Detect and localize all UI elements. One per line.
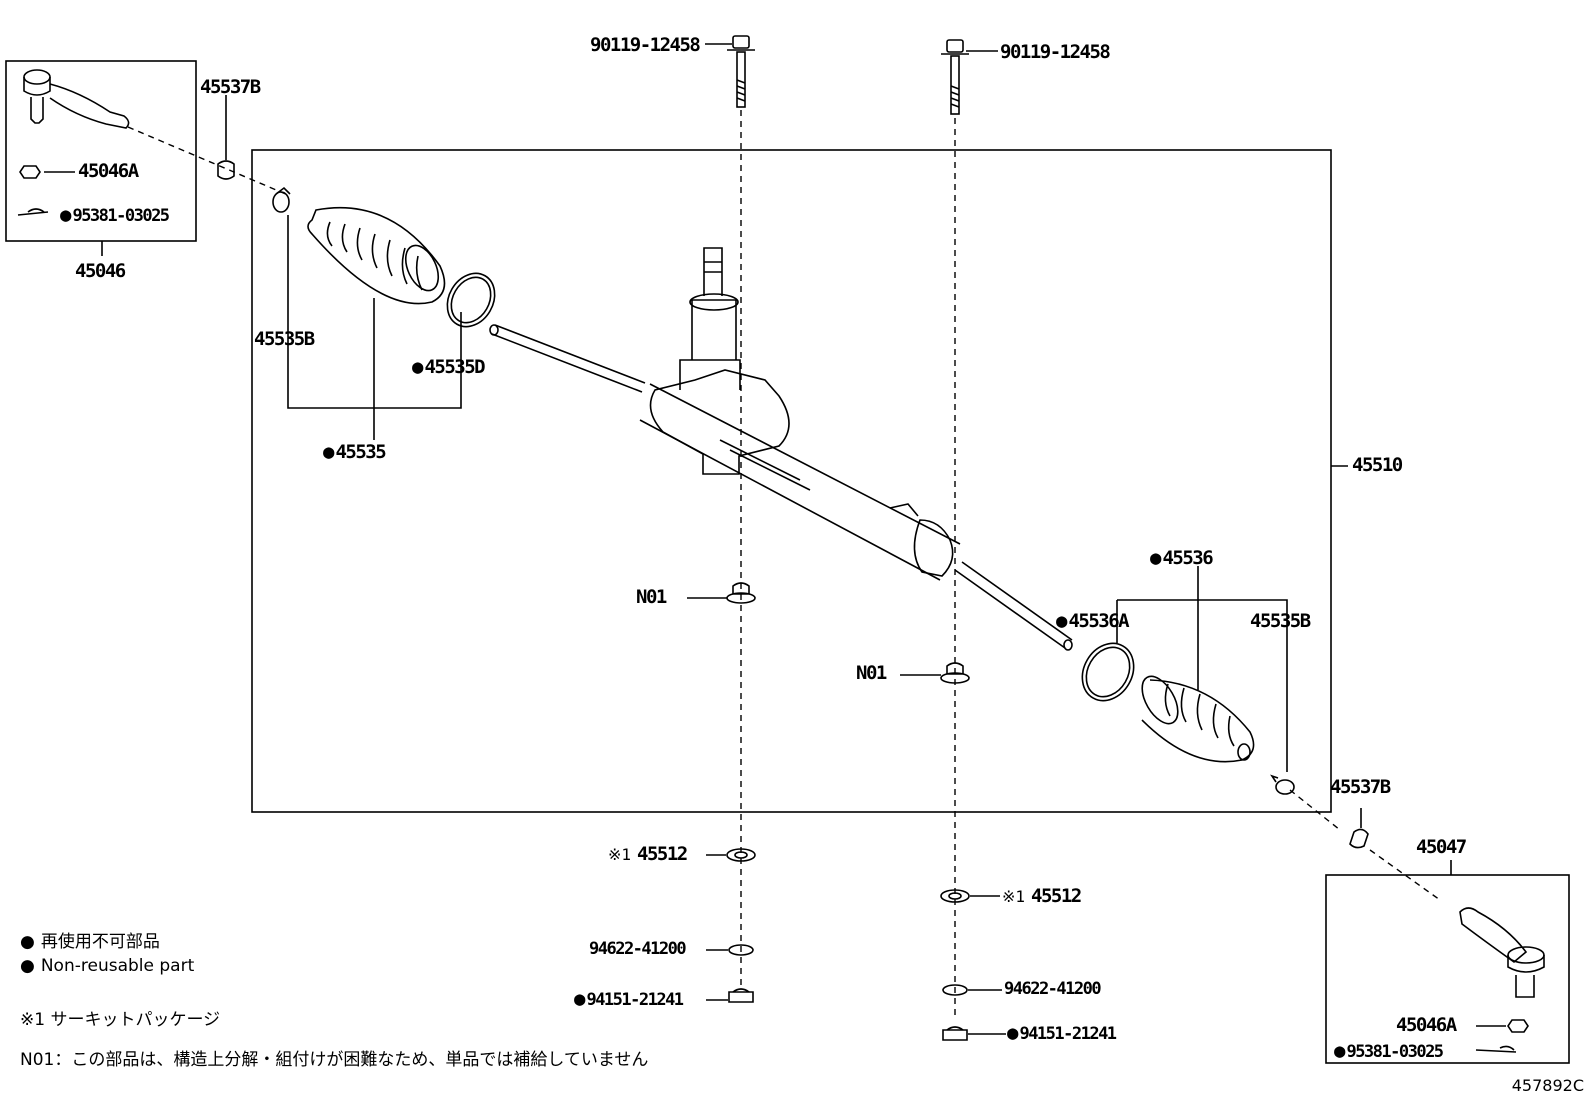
label-bolt-left[interactable]: 90119-12458 <box>590 34 701 56</box>
bracket-left-icon <box>217 160 235 180</box>
nut-left-box-icon <box>19 165 41 179</box>
label-nut-right-box[interactable]: 45046A <box>1396 1014 1457 1036</box>
label-spring-washer-left[interactable]: 94622-41200 <box>589 939 687 959</box>
tie-rod-end-left-icon <box>23 69 130 129</box>
label-tie-rod-end-left[interactable]: 45046 <box>75 260 126 282</box>
label-spring-washer-right[interactable]: 94622-41200 <box>1004 979 1102 999</box>
bracket-right-icon <box>1349 828 1369 849</box>
legend-circuit-package: ※1 サーキットパッケージ <box>20 1010 221 1030</box>
label-washer-left[interactable]: ※1 45512 <box>608 843 688 865</box>
spring-washer-right-icon <box>942 984 968 996</box>
label-bolt-right[interactable]: 90119-12458 <box>1000 41 1111 63</box>
washer-mark-left: ※1 <box>608 845 632 864</box>
label-band-right[interactable]: 45536A <box>1056 612 1129 631</box>
tie-rod-end-right-icon <box>1459 907 1545 998</box>
label-nut-left[interactable]: 94151-21241 <box>574 990 684 1009</box>
n01-right-icon <box>940 662 970 684</box>
label-pin-left-box[interactable]: 95381-03025 <box>60 206 170 225</box>
figure-code: 457892C <box>1511 1076 1584 1095</box>
label-gear-assy[interactable]: 45510 <box>1352 454 1403 476</box>
legend-non-reusable-en-text: Non-reusable part <box>40 956 195 976</box>
label-band-left[interactable]: 45535D <box>412 358 485 377</box>
bullet-icon: ● <box>20 932 35 952</box>
label-n01-right[interactable]: N01 <box>856 662 887 684</box>
label-nut-right[interactable]: 94151-21241 <box>1007 1024 1117 1043</box>
bolt-right-icon <box>941 39 969 115</box>
label-bracket-left[interactable]: 45537B <box>200 76 261 98</box>
clamp-right-icon <box>1270 774 1295 795</box>
label-boot-right[interactable]: 45536 <box>1150 549 1213 568</box>
band-left-icon <box>446 272 496 328</box>
legend-non-reusable-jp: ●再使用不可部品 <box>20 934 160 951</box>
nut-right-icon <box>942 1026 968 1041</box>
gear-assembly-frame <box>251 149 1332 813</box>
spring-washer-left-icon <box>728 944 754 956</box>
washer-right-icon <box>940 889 970 903</box>
label-tie-rod-end-right[interactable]: 45047 <box>1416 836 1467 858</box>
washer-left-number: 45512 <box>637 843 688 865</box>
label-clamp-left[interactable]: 45535B <box>254 328 315 350</box>
legend-n01-note: N01：この部品は、構造上分解・組付けが困難なため、単品では補給していません <box>20 1050 649 1070</box>
label-bracket-right[interactable]: 45537B <box>1330 776 1391 798</box>
label-nut-left-box[interactable]: 45046A <box>78 160 139 182</box>
tie-rod-end-left-frame <box>5 60 197 242</box>
nut-right-box-icon <box>1507 1019 1529 1033</box>
label-pin-right-box[interactable]: 95381-03025 <box>1334 1042 1444 1061</box>
legend-non-reusable-jp-text: 再使用不可部品 <box>40 932 160 952</box>
boot-right-icon <box>1141 675 1255 763</box>
steering-rack-icon <box>489 247 1073 651</box>
label-washer-right[interactable]: ※1 45512 <box>1002 885 1082 907</box>
band-right-icon <box>1081 642 1135 702</box>
cotter-pin-right-icon <box>1475 1045 1517 1053</box>
bolt-left-icon <box>727 35 755 108</box>
washer-right-number: 45512 <box>1031 885 1082 907</box>
nut-left-icon <box>728 988 754 1003</box>
bullet-icon: ● <box>20 956 35 976</box>
label-n01-left[interactable]: N01 <box>636 586 667 608</box>
clamp-left-icon <box>272 186 291 213</box>
washer-mark-right: ※1 <box>1002 887 1026 906</box>
label-boot-left[interactable]: 45535 <box>323 443 386 462</box>
washer-left-icon <box>726 848 756 862</box>
cotter-pin-left-icon <box>17 208 49 216</box>
legend-non-reusable-en: ●Non-reusable part <box>20 958 194 975</box>
label-clamp-right[interactable]: 45535B <box>1250 610 1311 632</box>
tie-rod-end-right-frame <box>1325 874 1570 1064</box>
boot-left-icon <box>307 206 446 305</box>
